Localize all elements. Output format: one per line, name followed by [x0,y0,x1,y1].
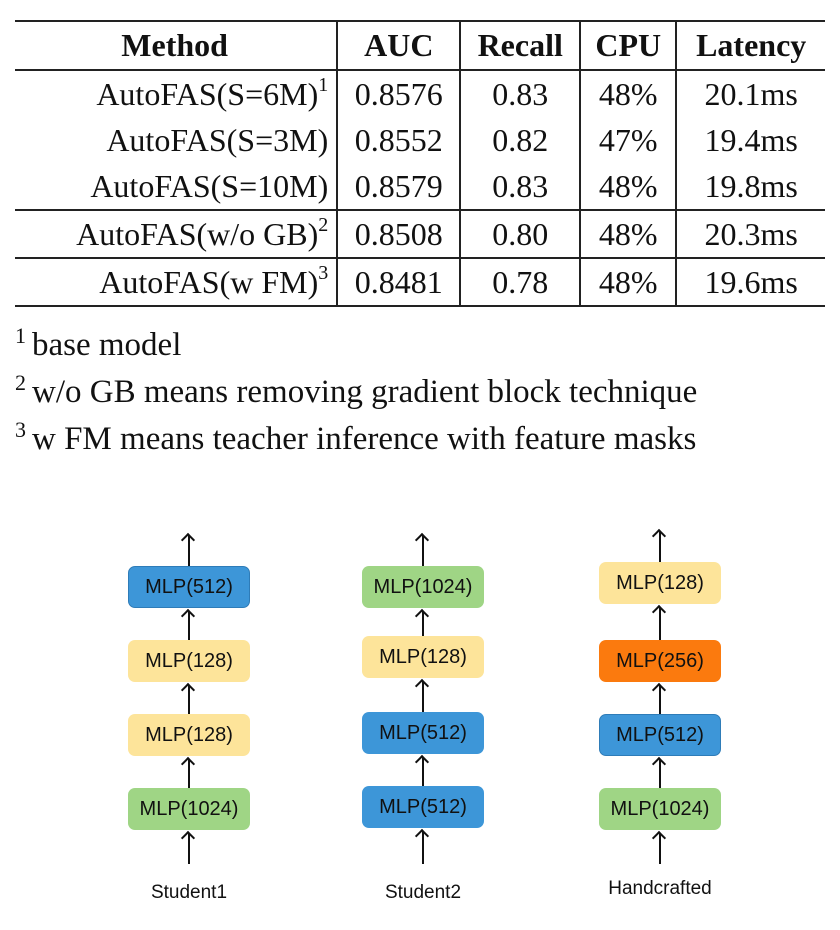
cpu-cell: 48% [579,163,677,210]
method-cell: AutoFAS(S=6M)1 [96,73,329,112]
column-caption: Handcrafted [608,878,712,899]
method-cell: AutoFAS(w/o GB)2 [76,213,329,252]
arrow-up-icon [422,832,424,864]
cpu-cell: 48% [579,210,677,258]
column-caption: Student2 [384,882,462,903]
table-row: AutoFAS(S=6M)1 0.8576 0.83 48% 20.1ms [15,70,825,117]
recall-cell: 0.83 [459,70,581,117]
latency-cell: 20.3ms [675,210,825,258]
header-method: Method [121,27,228,63]
arrow-up-icon [422,536,424,566]
table-row: AutoFAS(S=10M) 0.8579 0.83 48% 19.8ms [15,163,825,210]
table-row: AutoFAS(S=3M) 0.8552 0.82 47% 19.4ms [15,117,825,163]
latency-cell: 20.1ms [675,70,825,117]
arrow-up-icon [422,758,424,788]
table-header-row: Method AUC Recall CPU Latency [15,21,825,70]
auc-cell: 0.8508 [336,210,461,258]
layer-box: MLP(512) [599,714,721,756]
arrow-up-icon [422,612,424,646]
layer-box: MLP(128) [128,640,250,682]
recall-cell: 0.80 [459,210,581,258]
arrow-up-icon [659,608,661,640]
auc-cell: 0.8552 [336,117,461,163]
layer-box: MLP(128) [128,714,250,756]
method-cell: AutoFAS(w FM)3 [99,261,329,300]
method-cell: AutoFAS(S=3M) [106,121,329,158]
footnote-mark: 1 [318,73,329,96]
layer-box: MLP(256) [599,640,721,682]
arrow-up-icon [188,536,190,566]
layer-box: MLP(1024) [362,566,484,608]
auc-cell: 0.8579 [336,163,461,210]
latency-cell: 19.4ms [675,117,825,163]
arrow-up-icon [422,682,424,712]
arrow-up-icon [188,834,190,864]
layer-box: MLP(1024) [128,788,250,830]
auc-cell: 0.8576 [336,70,461,117]
arrow-up-icon [188,612,190,646]
latency-cell: 19.6ms [675,258,825,306]
latency-cell: 19.8ms [675,163,825,210]
layer-box: MLP(512) [362,712,484,754]
header-auc: AUC [336,21,461,70]
layer-box: MLP(512) [128,566,250,608]
recall-cell: 0.82 [459,117,581,163]
footnote-mark: 3 [318,261,329,284]
arrow-up-icon [188,760,190,794]
header-cpu: CPU [579,21,677,70]
layer-box: MLP(128) [362,636,484,678]
cpu-cell: 48% [579,70,677,117]
table-row: AutoFAS(w/o GB)2 0.8508 0.80 48% 20.3ms [15,210,825,258]
table-row: AutoFAS(w FM)3 0.8481 0.78 48% 19.6ms [15,258,825,306]
arrow-up-icon [659,532,661,562]
header-latency: Latency [675,21,825,70]
layer-box: MLP(128) [599,562,721,604]
cpu-cell: 47% [579,117,677,163]
layer-box: MLP(1024) [599,788,721,830]
recall-cell: 0.83 [459,163,581,210]
cpu-cell: 48% [579,258,677,306]
header-recall: Recall [459,21,581,70]
arrow-up-icon [659,760,661,788]
arrow-up-icon [659,686,661,714]
method-cell: AutoFAS(S=10M) [90,167,329,204]
results-table: Method AUC Recall CPU Latency AutoFAS(S=… [15,20,825,307]
auc-cell: 0.8481 [336,258,461,306]
arrow-up-icon [188,686,190,720]
footnote-mark: 2 [318,213,329,236]
recall-cell: 0.78 [459,258,581,306]
layer-box: MLP(512) [362,786,484,828]
column-caption: Student1 [150,882,228,903]
arrow-up-icon [659,834,661,864]
